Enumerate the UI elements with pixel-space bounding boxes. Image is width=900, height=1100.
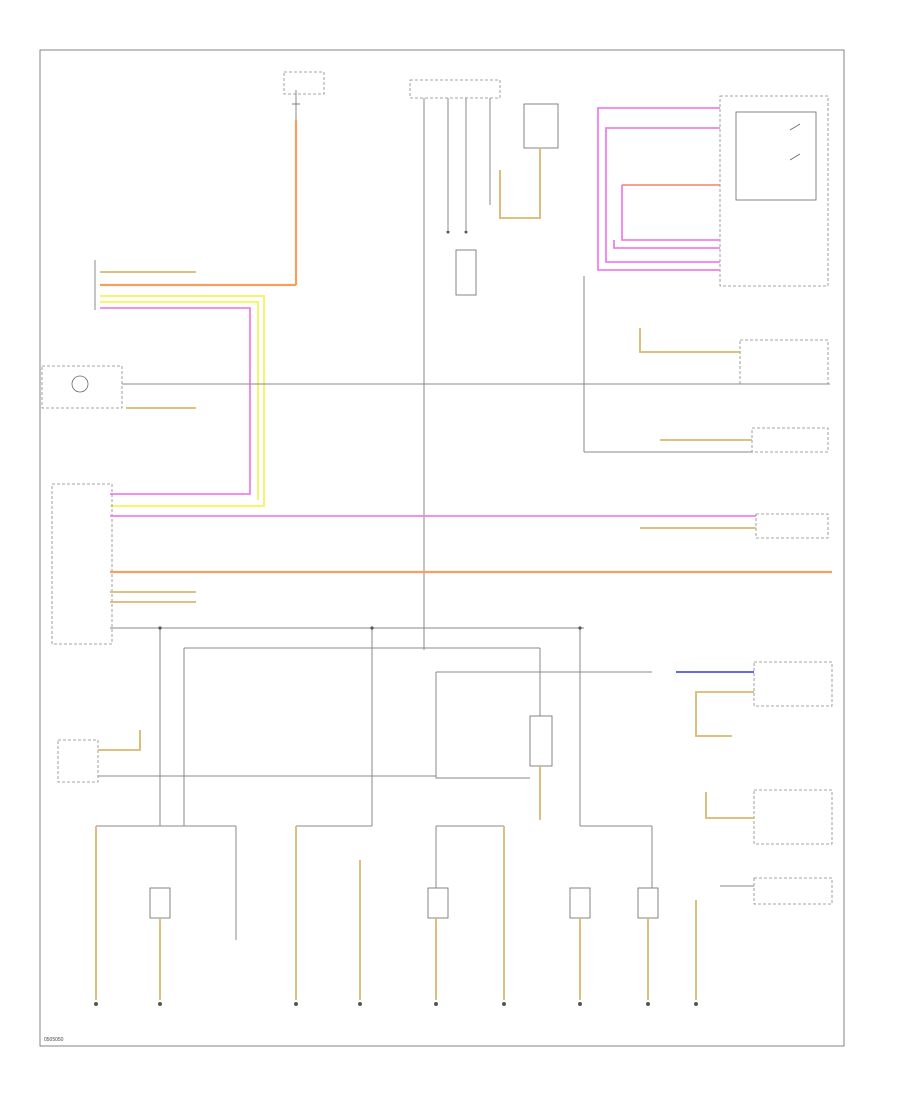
- diagram-frame: [39, 49, 845, 1047]
- instrument-cluster-module: [51, 483, 832, 645]
- pink-wire-bundle: [597, 107, 720, 271]
- top-sensor-module: [499, 103, 559, 219]
- center-relay: [435, 671, 652, 820]
- cigarette-lighter: [41, 365, 580, 409]
- top-fuse-group: [283, 71, 325, 285]
- bottom-lamps: [94, 825, 698, 1006]
- trunk-lamp-switch: [57, 730, 436, 783]
- emergency-flasher: [640, 513, 829, 539]
- footer-page-id: 0505050: [44, 1037, 64, 1043]
- right-mid-modules: [583, 276, 829, 453]
- top-center-module: [409, 79, 501, 650]
- right-lower-modules: [676, 661, 833, 905]
- level-control-module: [719, 95, 829, 287]
- light-switch: [94, 260, 266, 508]
- ground-bus: [158, 626, 582, 826]
